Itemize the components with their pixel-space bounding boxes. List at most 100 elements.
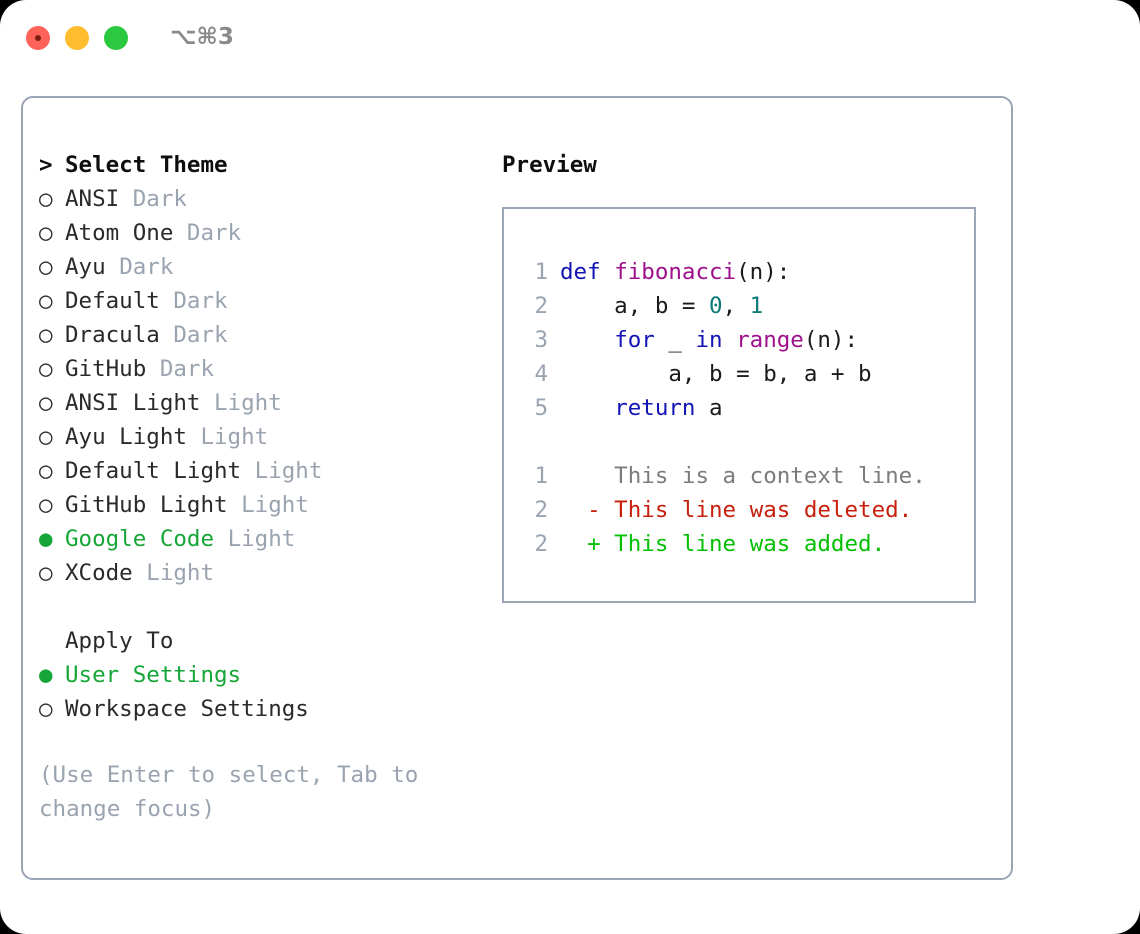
line-number: 2	[534, 497, 548, 523]
traffic-lights	[26, 26, 128, 50]
radio-unselected-icon: ○	[39, 424, 53, 450]
zoom-button-icon[interactable]	[104, 26, 128, 50]
theme-variant-badge: Dark	[119, 254, 174, 280]
code-token-plain: a, b =	[560, 293, 710, 319]
line-number: 5	[534, 395, 548, 421]
apply-to-list[interactable]: Apply To ● User Settings ○ Workspace Setting…	[39, 624, 479, 726]
theme-option-label: ANSI	[65, 186, 133, 212]
theme-option-label: GitHub	[65, 356, 160, 382]
line-number: 3	[534, 327, 548, 353]
theme-option-label: Default Light	[65, 458, 255, 484]
diff-text: This line was added.	[600, 531, 886, 557]
theme-variant-badge: Light	[241, 492, 309, 518]
line-number: 2	[534, 293, 548, 319]
theme-option-atom-one[interactable]: ○Atom One Dark	[39, 216, 479, 250]
code-token-num: 0	[709, 293, 723, 319]
diff-marker: +	[560, 531, 601, 557]
theme-list[interactable]: >Select Theme○ANSI Dark○Atom One Dark○Ay…	[39, 148, 479, 590]
theme-option-ayu[interactable]: ○Ayu Dark	[39, 250, 479, 284]
radio-unselected-icon: ○	[39, 322, 53, 348]
code-token-plain: ,	[722, 293, 750, 319]
line-number: 1	[534, 463, 548, 489]
radio-unselected-icon: ○	[39, 492, 53, 518]
theme-list-panel: >Select Theme○ANSI Dark○Atom One Dark○Ay…	[39, 148, 479, 726]
diff-sample: 1 This is a context line. 2 - This line w…	[520, 459, 974, 561]
theme-variant-badge: Dark	[173, 288, 228, 314]
theme-option-label: Google Code	[65, 526, 228, 552]
theme-option-google-code[interactable]: ● Google Code Light	[39, 522, 479, 556]
window-titlebar: ⌥⌘3	[0, 0, 1140, 76]
radio-unselected-icon: ○	[39, 288, 53, 314]
code-line: 2 a, b = 0, 1	[520, 289, 974, 323]
code-token-plain: a, b = b, a + b	[560, 361, 872, 387]
radio-unselected-icon: ○	[39, 458, 53, 484]
theme-list-heading-label: Select Theme	[65, 152, 228, 178]
radio-unselected-icon: ○	[39, 696, 53, 722]
apply-to-option-label: Workspace Settings	[65, 696, 309, 722]
diff-marker: -	[560, 497, 601, 523]
theme-variant-badge: Dark	[159, 356, 215, 382]
diff-line-add: 2 + This line was added.	[520, 527, 974, 561]
line-number: 2	[534, 531, 548, 557]
theme-variant-badge: Light	[227, 526, 296, 552]
theme-option-dracula[interactable]: ○Dracula Dark	[39, 318, 479, 352]
diff-marker	[560, 463, 601, 489]
theme-variant-badge: Light	[146, 560, 215, 586]
theme-option-ansi[interactable]: ○ANSI Dark	[39, 182, 479, 216]
apply-to-heading: Apply To	[39, 624, 479, 658]
theme-option-label: Ayu	[65, 254, 120, 280]
code-line: 4 a, b = b, a + b	[520, 357, 974, 391]
theme-variant-badge: Dark	[132, 186, 187, 212]
theme-option-ayu-light[interactable]: ○Ayu Light Light	[39, 420, 479, 454]
theme-option-ansi-light[interactable]: ○ ANSI Light Light	[39, 386, 479, 420]
code-token-fn: fibonacci	[614, 259, 737, 285]
minimize-button-icon[interactable]	[65, 26, 89, 50]
code-token-kw: def	[560, 259, 615, 285]
theme-option-default-light[interactable]: ○ Default Light Light	[39, 454, 479, 488]
theme-option-github[interactable]: ○GitHub Dark	[39, 352, 479, 386]
theme-list-heading: > Select Theme	[39, 148, 479, 182]
theme-option-label: ANSI Light	[65, 390, 215, 416]
apply-to-option-user-settings[interactable]: ● User Settings	[39, 658, 479, 692]
theme-variant-badge: Dark	[173, 322, 228, 348]
diff-text: This line was deleted.	[600, 497, 913, 523]
code-token-plain: a	[695, 395, 723, 421]
apply-to-option-label: User Settings	[65, 662, 242, 688]
apply-to-option-workspace-settings[interactable]: ○ Workspace Settings	[39, 692, 479, 726]
theme-variant-badge: Light	[214, 390, 282, 416]
radio-selected-icon: ●	[39, 526, 53, 552]
line-number: 4	[534, 361, 548, 387]
code-line: 3 for _ in range(n):	[520, 323, 974, 357]
diff-line-ctx: 1 This is a context line.	[520, 459, 974, 493]
spacer-icon	[39, 624, 65, 658]
radio-selected-icon: ●	[39, 662, 53, 688]
apply-to-heading-label: Apply To	[65, 628, 174, 654]
preview-title: Preview	[502, 152, 597, 178]
code-blank-line	[520, 425, 974, 459]
theme-option-default[interactable]: ○Default Dark	[39, 284, 479, 318]
code-line: 5 return a	[520, 391, 974, 425]
caret-icon: >	[39, 152, 53, 178]
keyboard-shortcut-label: ⌥⌘3	[170, 24, 234, 50]
code-token-kw: in	[695, 327, 723, 353]
code-token-num: 1	[749, 293, 764, 319]
code-token-plain: (n):	[803, 327, 859, 353]
radio-unselected-icon: ○	[39, 220, 53, 246]
theme-variant-badge: Light	[254, 458, 323, 484]
theme-option-xcode[interactable]: ○XCode Light	[39, 556, 479, 590]
theme-variant-badge: Dark	[186, 220, 242, 246]
diff-text: This is a context line.	[600, 463, 926, 489]
code-token-plain	[723, 327, 737, 353]
theme-option-github-light[interactable]: ○GitHub Light Light	[39, 488, 479, 522]
theme-option-label: XCode	[65, 560, 147, 586]
code-token-fn: range	[736, 327, 804, 353]
radio-unselected-icon: ○	[39, 390, 53, 416]
close-button-icon[interactable]	[26, 26, 50, 50]
theme-option-label: Ayu Light	[65, 424, 201, 450]
keyboard-hint-text: (Use Enter to select, Tab to change focu…	[39, 762, 419, 822]
